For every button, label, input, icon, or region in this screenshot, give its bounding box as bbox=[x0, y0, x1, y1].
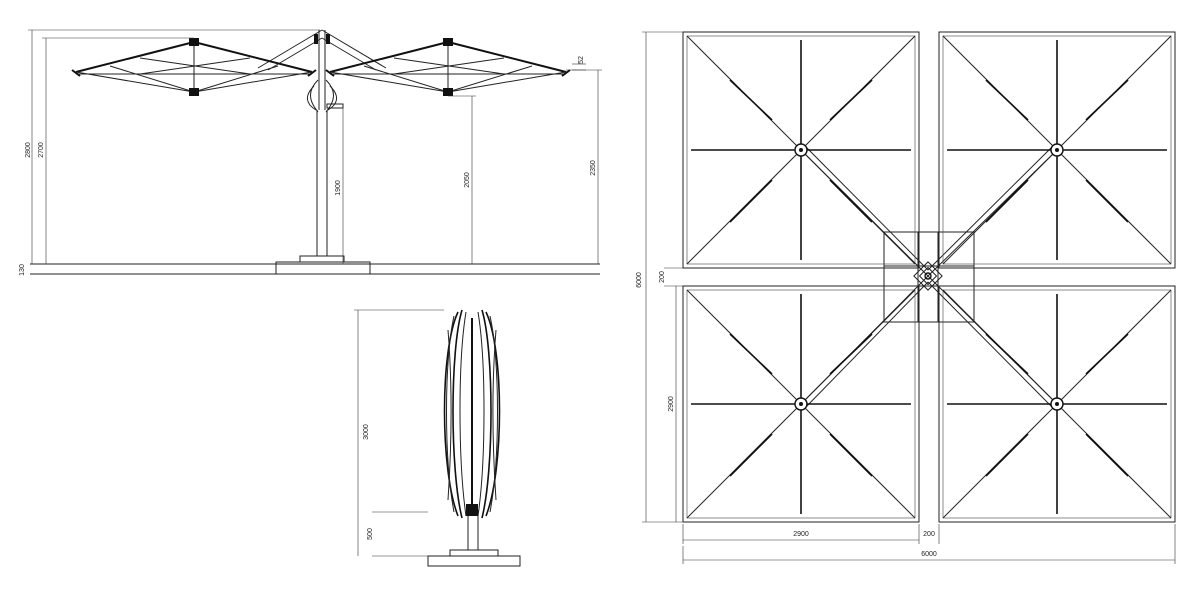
dim-canopy-side-vertical: 2900 bbox=[668, 396, 675, 412]
side-view: 2800 2700 130 1900 2050 2350 52 bbox=[19, 29, 602, 276]
canopy-top-right bbox=[938, 31, 1176, 269]
dim-base: 130 bbox=[19, 264, 26, 276]
dim-pole-clearance: 1900 bbox=[335, 180, 342, 196]
dim-gap-horizontal: 200 bbox=[923, 531, 935, 538]
dim-arm-clearance: 2050 bbox=[464, 172, 471, 188]
closed-base bbox=[427, 555, 521, 567]
dim-gap-vertical: 200 bbox=[659, 271, 666, 283]
dim-overall-height: 6000 bbox=[636, 272, 643, 288]
dim-base-height: 500 bbox=[367, 528, 374, 540]
dim-canopy-height: 2700 bbox=[38, 142, 45, 158]
right-canopy bbox=[325, 38, 571, 96]
dim-canopy-side-horizontal: 2900 bbox=[793, 531, 809, 538]
dim-rise: 52 bbox=[578, 56, 585, 64]
canopy-bottom-right bbox=[938, 285, 1176, 523]
canopy-top-left bbox=[682, 31, 920, 269]
dim-edge-height: 2350 bbox=[590, 160, 597, 176]
dim-total-height: 2800 bbox=[25, 142, 32, 158]
top-view: 6000 200 2900 2900 200 6000 bbox=[636, 31, 1176, 564]
closed-view: 3000 500 bbox=[354, 309, 521, 567]
dim-overall-width: 6000 bbox=[921, 551, 937, 558]
dim-closed-height: 3000 bbox=[363, 424, 370, 440]
canopy-bottom-left bbox=[682, 285, 920, 523]
left-canopy bbox=[71, 38, 317, 96]
